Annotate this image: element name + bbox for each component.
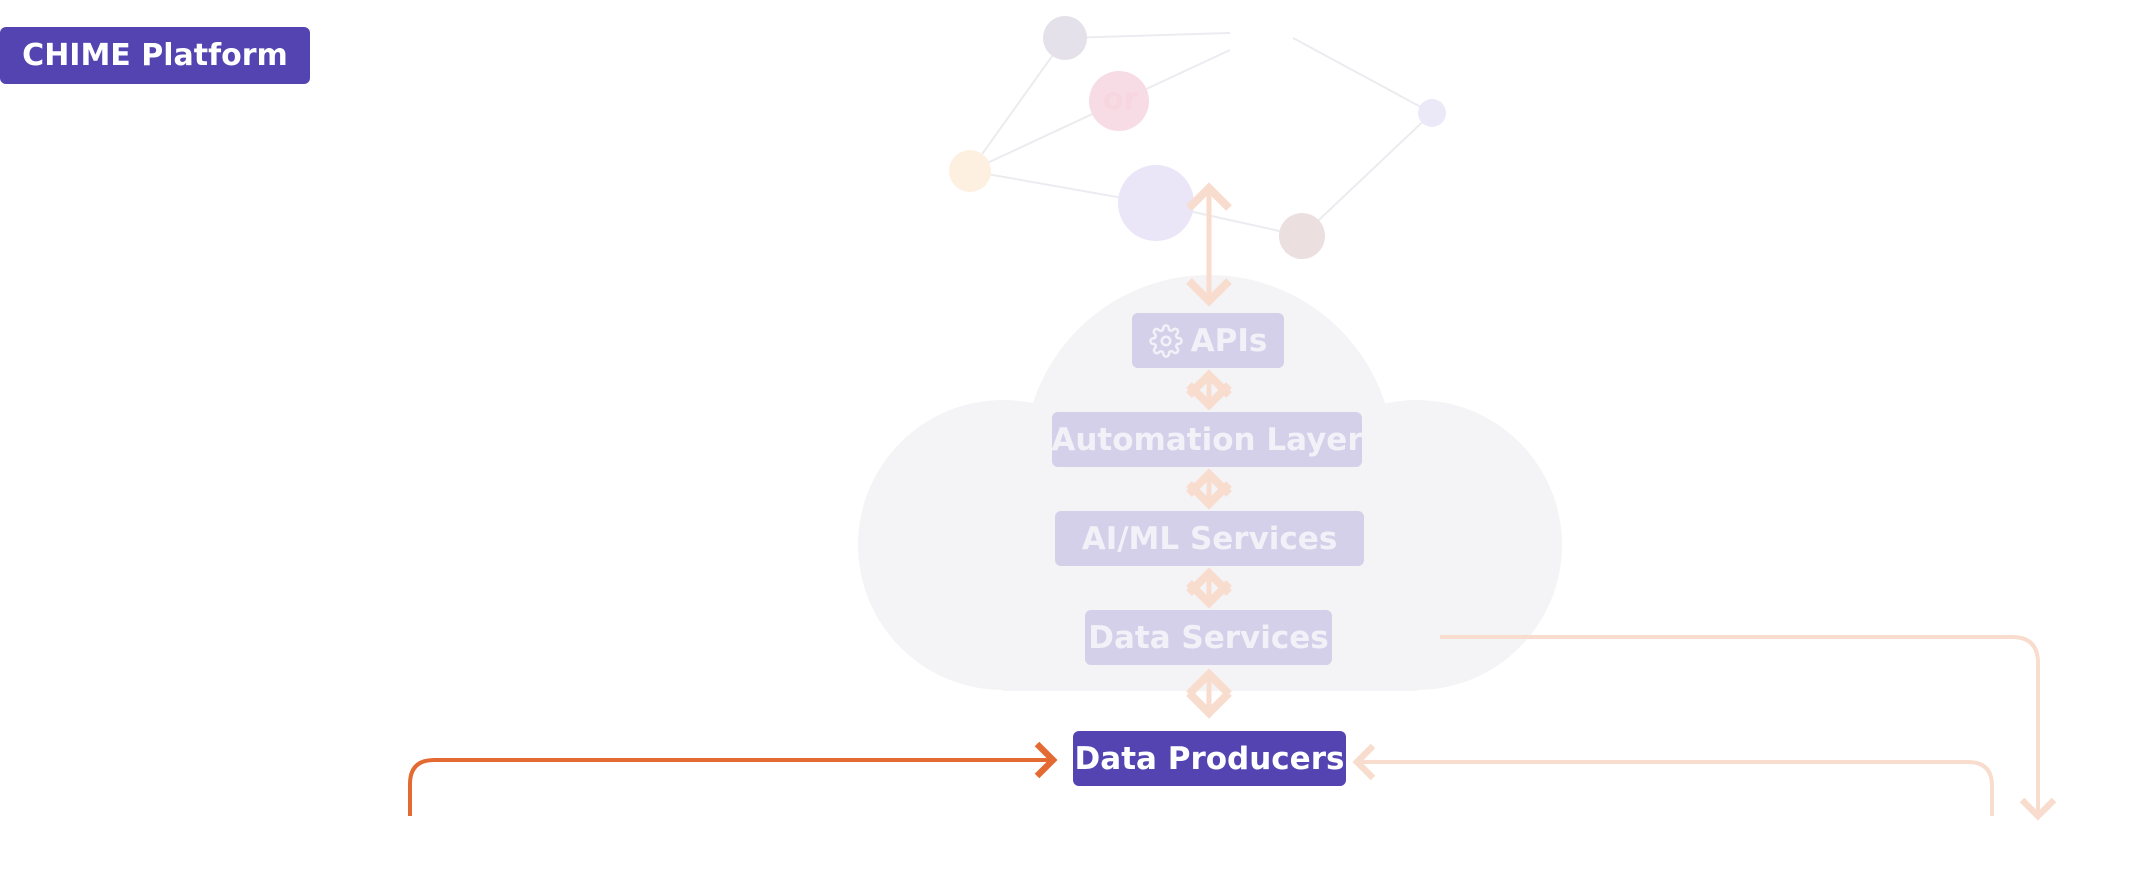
route-dataservices-out [1440,635,2057,821]
network-edges [969,32,1433,237]
apis-label: APIs [1190,322,1268,359]
route-left-active [408,741,1058,816]
network-node [1279,213,1325,259]
network-edge [969,37,1066,172]
aiml-services-label: AI/ML Services [1081,520,1338,557]
network-node [1418,99,1446,127]
platform-badge: CHIME Platform [0,27,310,84]
data-producers-box[interactable]: Data Producers [1073,731,1346,786]
data-producers-label: Data Producers [1074,740,1345,777]
data-services-box: Data Services [1085,610,1332,665]
right-routes [1352,635,2057,821]
network-node [1043,16,1087,60]
gear-icon [1148,323,1183,358]
route-producers-in [1352,743,1994,816]
network-node [1089,71,1149,131]
network-edge [1064,32,1231,39]
apis-box: APIs [1132,313,1284,368]
automation-layer-label: Automation Layer [1051,421,1363,458]
network-node [949,150,991,192]
network-node [1118,165,1194,241]
network-edge [1301,112,1433,237]
network-nodes [949,16,1446,259]
aiml-services-box: AI/ML Services [1055,511,1364,566]
network-node-label: or [1103,82,1139,117]
network-edge [1292,37,1433,114]
data-services-label: Data Services [1088,619,1329,656]
automation-layer-box: Automation Layer [1051,412,1363,467]
